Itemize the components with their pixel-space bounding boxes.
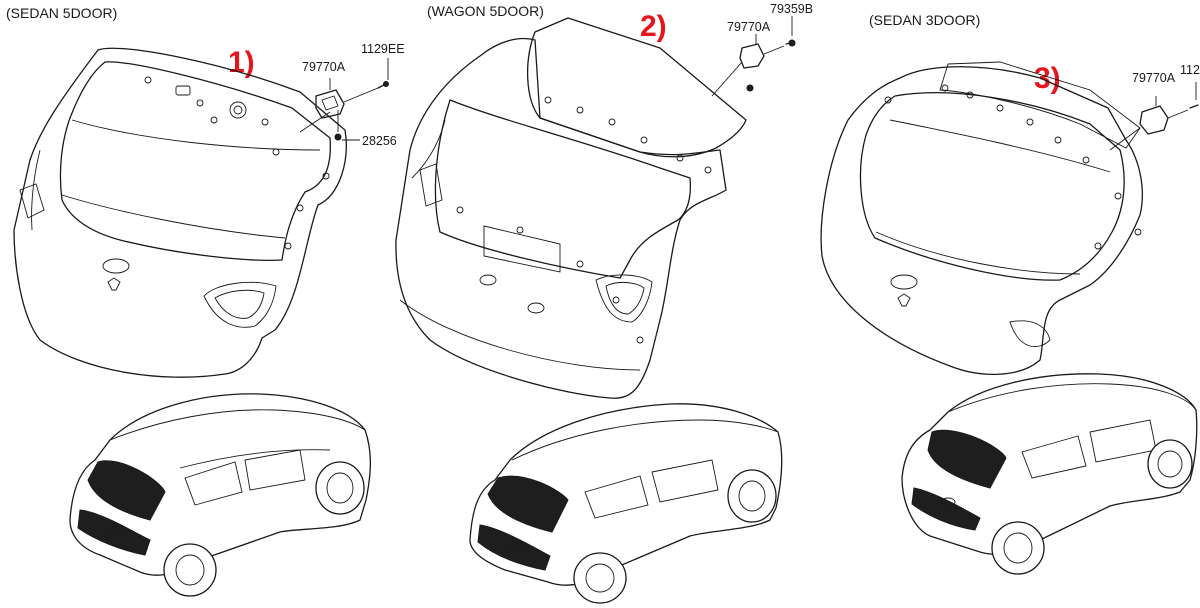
part-number-label: 79359B bbox=[770, 2, 813, 16]
hinge-assembly bbox=[1109, 82, 1199, 151]
car-illustration bbox=[901, 373, 1198, 575]
variant-number-label: 2) bbox=[640, 10, 667, 43]
tailgate-panel bbox=[820, 61, 1143, 375]
glass-panel bbox=[527, 17, 747, 158]
part-number-label: 79770A bbox=[1132, 71, 1176, 85]
variant-sedan-5door: (SEDAN 5DOOR) 1) bbox=[6, 5, 405, 597]
tailgate-panel bbox=[395, 37, 727, 399]
variant-caption: (SEDAN 3DOOR) bbox=[869, 12, 980, 28]
part-number-label: 28256 bbox=[362, 134, 397, 148]
hinge-assembly bbox=[711, 16, 796, 97]
tailgate-panel bbox=[13, 47, 347, 378]
car-illustration bbox=[469, 403, 783, 604]
variant-sedan-3door: (SEDAN 3DOOR) 3) bbox=[820, 12, 1200, 575]
hinge-assembly bbox=[299, 58, 389, 141]
variant-caption: (WAGON 5DOOR) bbox=[427, 3, 544, 19]
variant-wagon-5door: (WAGON 5DOOR) 2) bbox=[395, 2, 813, 604]
variant-number-label: 3) bbox=[1034, 62, 1061, 95]
variant-caption: (SEDAN 5DOOR) bbox=[6, 5, 117, 21]
part-number-label: 79770A bbox=[727, 20, 771, 34]
part-number-label: 1129EE bbox=[361, 42, 405, 56]
part-number-label: 79770A bbox=[302, 60, 346, 74]
car-illustration bbox=[69, 393, 372, 597]
part-number-label: 112 bbox=[1180, 63, 1200, 77]
variant-number-label: 1) bbox=[228, 46, 255, 79]
